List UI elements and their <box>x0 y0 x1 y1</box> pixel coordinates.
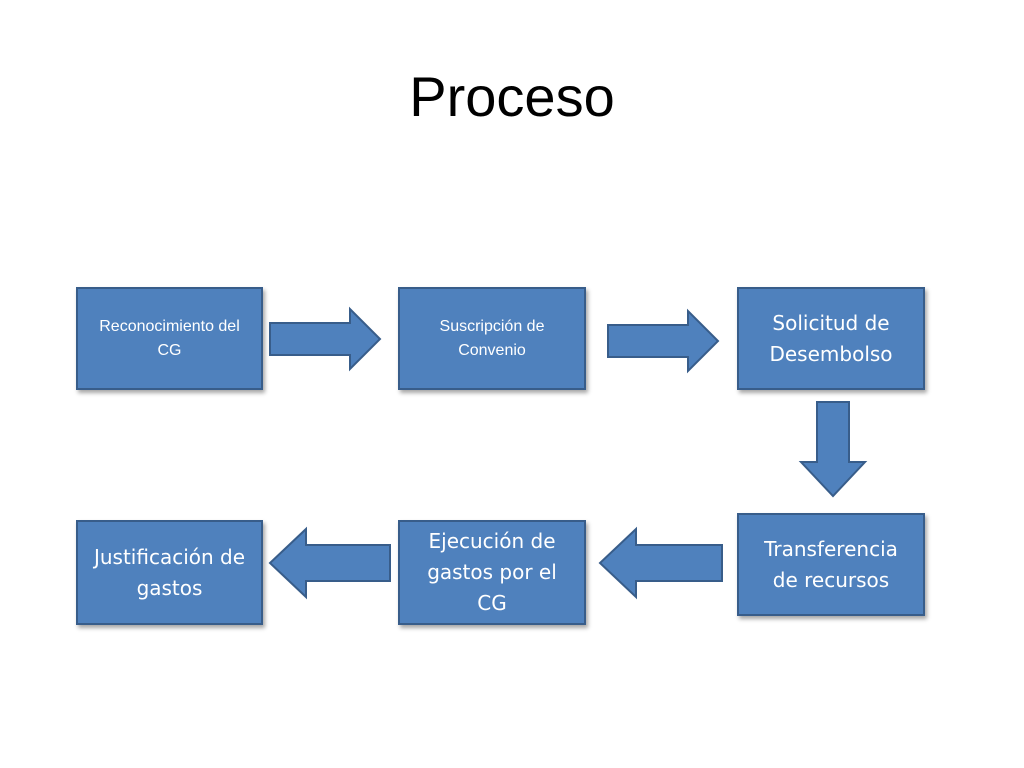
step-justificacion-label: Justificación de gastos <box>93 544 246 600</box>
step-justificacion-box: Justificación de gastos <box>76 520 263 625</box>
step-reconocimiento-label: Reconocimiento del CG <box>99 317 240 359</box>
step-solicitud-box: Solicitud de Desembolso <box>737 287 925 390</box>
step-suscripcion-box: Suscripción de Convenio <box>398 287 586 390</box>
arrow-down-icon <box>798 401 868 498</box>
arrow-left-1-icon <box>598 526 723 600</box>
step-suscripcion-label: Suscripción de Convenio <box>439 317 545 359</box>
step-ejecucion-label: Ejecución de gastos por el CG <box>427 529 557 615</box>
step-transferencia-label: Transferencia de recursos <box>764 536 898 592</box>
arrow-left-2-icon <box>268 526 391 600</box>
step-transferencia-box: Transferencia de recursos <box>737 513 925 616</box>
step-ejecucion-box: Ejecución de gastos por el CG <box>398 520 586 625</box>
step-solicitud-label: Solicitud de Desembolso <box>769 310 893 366</box>
arrow-right-2-icon <box>607 308 720 374</box>
arrow-right-1-icon <box>269 306 382 372</box>
step-reconocimiento-box: Reconocimiento del CG <box>76 287 263 390</box>
page-title: Proceso <box>409 65 615 128</box>
